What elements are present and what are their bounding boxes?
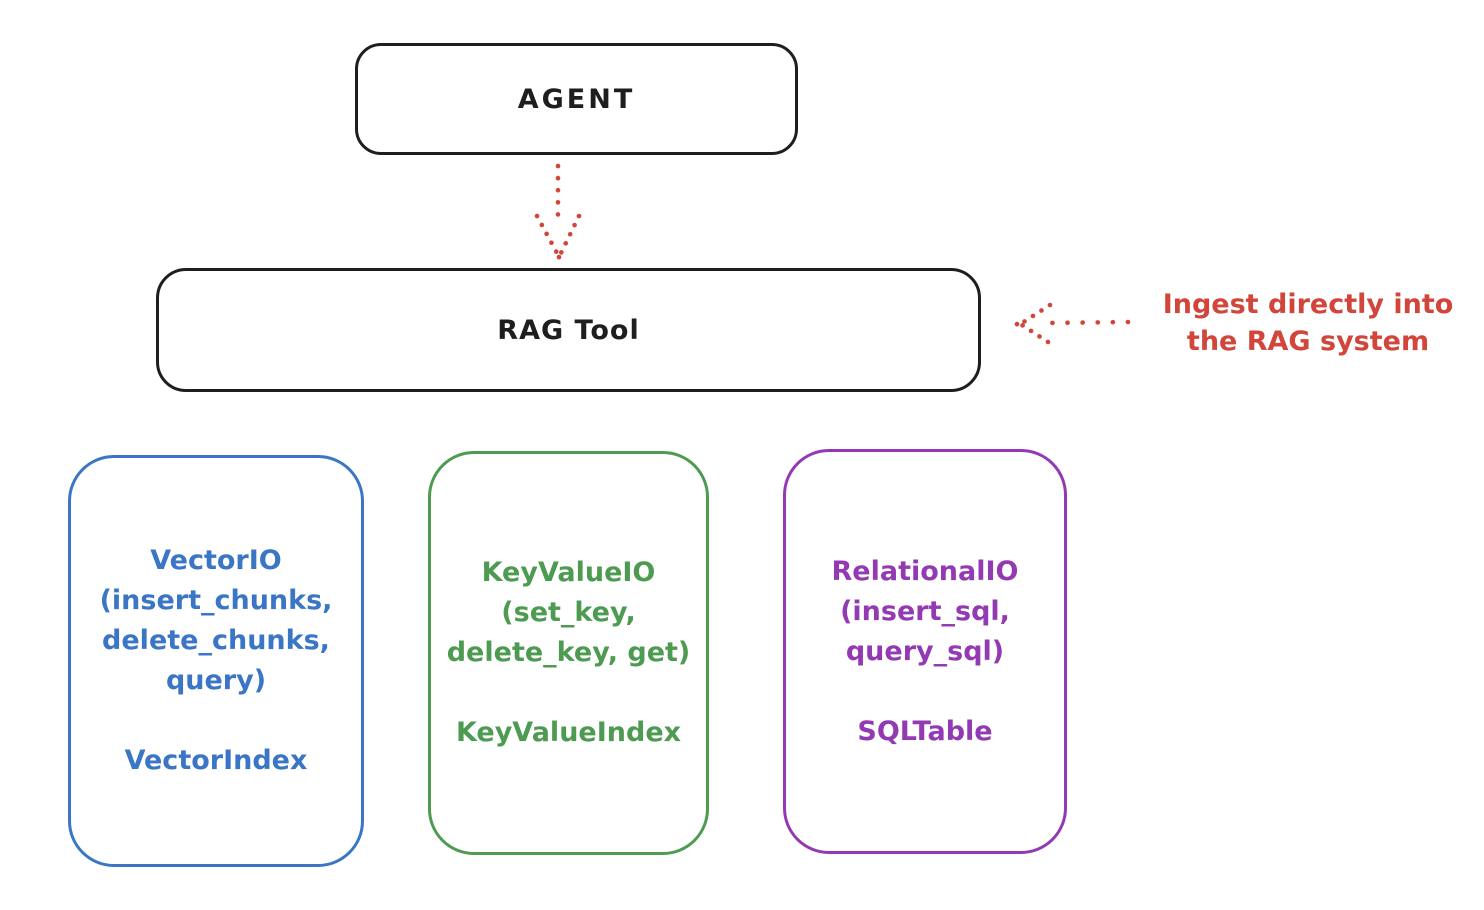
backend-line: delete_key, get) <box>446 637 691 668</box>
backend-box-vectorio: VectorIO (insert_chunks, delete_chunks, … <box>68 455 364 867</box>
rag-tool-label: RAG Tool <box>497 314 640 346</box>
dotted-arrow-down-icon <box>534 163 582 260</box>
agent-box: AGENT <box>355 43 798 155</box>
backend-line: KeyValueIO <box>481 557 656 588</box>
backend-box-keyvalueio: KeyValueIO (set_key, delete_key, get) Ke… <box>428 451 709 855</box>
ingest-annotation-line2: the RAG system <box>1186 326 1430 357</box>
dotted-arrow-left-icon <box>1014 302 1131 345</box>
ingest-annotation: Ingest directly into the RAG system <box>1138 286 1478 360</box>
backend-index-label: VectorIndex <box>124 745 308 776</box>
backend-line: delete_chunks, <box>102 625 330 656</box>
ingest-annotation-line1: Ingest directly into <box>1162 289 1454 320</box>
backend-index-label: SQLTable <box>857 715 993 747</box>
backend-box-relationalio: RelationalIO (insert_sql, query_sql) SQL… <box>783 449 1067 854</box>
backend-line: query_sql) <box>845 635 1005 667</box>
backend-index-label: KeyValueIndex <box>455 717 682 748</box>
backend-line: (insert_sql, <box>840 595 1010 627</box>
agent-label: AGENT <box>517 83 636 115</box>
backend-line: query) <box>165 665 267 696</box>
backend-line: (set_key, <box>501 597 636 628</box>
backend-line: (insert_chunks, <box>99 585 333 616</box>
backend-line: VectorIO <box>150 545 282 576</box>
rag-tool-box: RAG Tool <box>156 268 981 392</box>
backend-line: RelationalIO <box>831 555 1019 587</box>
